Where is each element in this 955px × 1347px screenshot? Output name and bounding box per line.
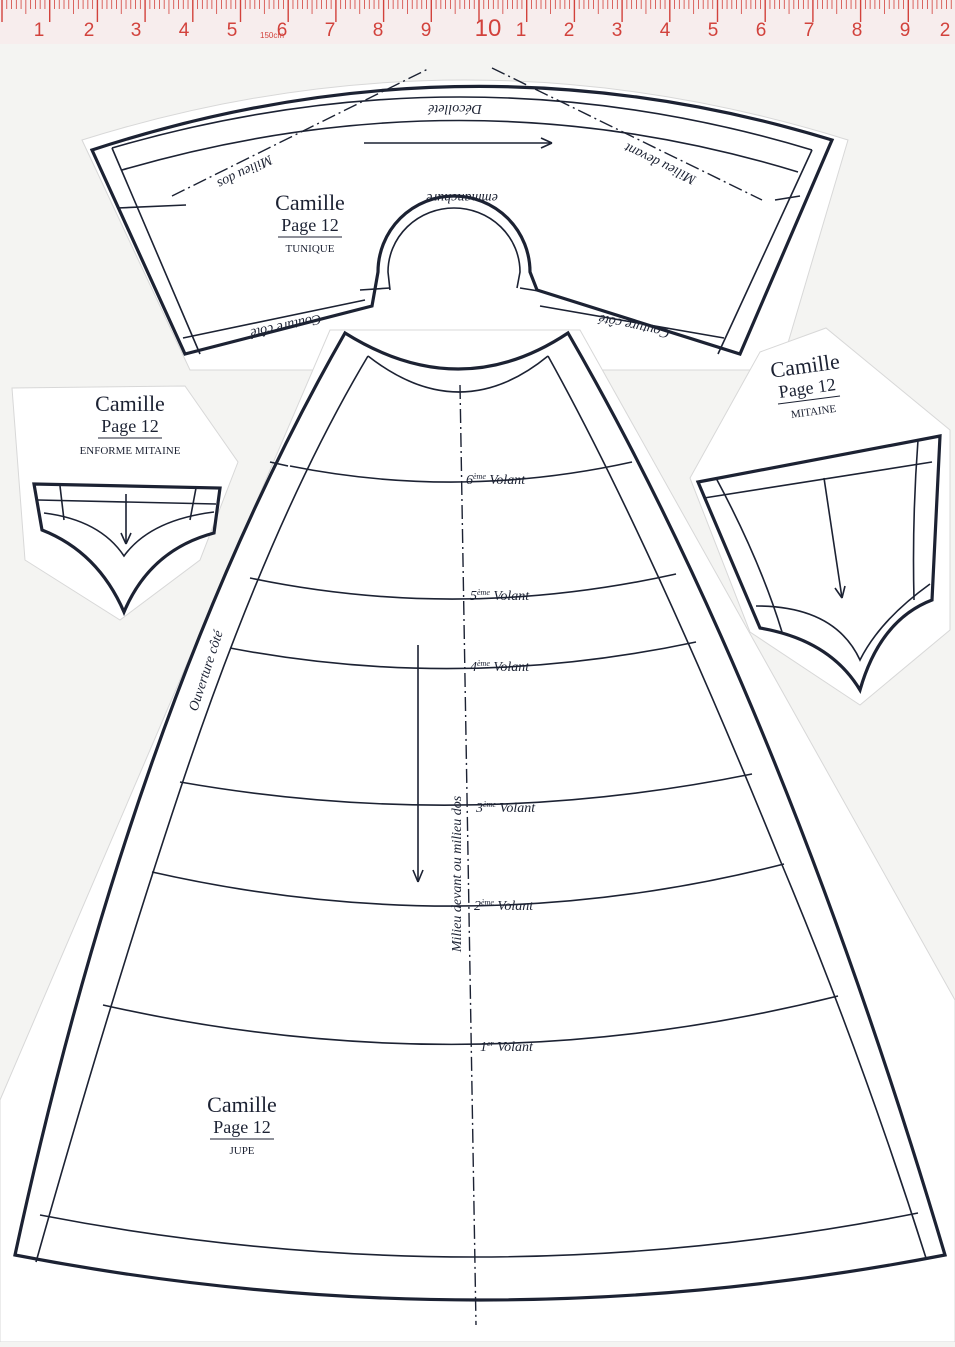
tunique-piece: Décolleté Milieu dos Milieu devant emman… xyxy=(81,67,849,371)
mitaine-piece: Camille Page 12 MITAINE xyxy=(689,327,951,706)
tunique-side-left xyxy=(182,299,366,339)
enforme-mitaine-piece: Camille Page 12 ENFORME MITAINE xyxy=(11,385,239,621)
tunique-title: Camille xyxy=(275,190,345,215)
jupe-hem-seam xyxy=(39,1212,919,1258)
tunique-outline xyxy=(89,84,835,356)
ruler-number: 3 xyxy=(131,20,142,41)
ruler-number: 7 xyxy=(325,20,336,41)
jupe-outline xyxy=(13,330,948,1302)
ruler-number: 8 xyxy=(373,20,384,41)
ruler-number: 6 xyxy=(756,20,767,41)
volant-label-3: 3ème Volant xyxy=(475,800,536,816)
jupe-title: Camille xyxy=(207,1092,277,1117)
volant-line-3 xyxy=(179,773,753,806)
milieu-devant-line xyxy=(491,67,763,201)
volant-label-2: 2ème Volant xyxy=(474,898,534,914)
volant-line-1 xyxy=(102,995,839,1046)
ruler-number: 9 xyxy=(421,20,432,41)
arrowhead-icon xyxy=(412,869,424,883)
jupe-page: Page 12 xyxy=(213,1117,271,1137)
enforme-cutout xyxy=(11,385,239,621)
tunique-seam-top xyxy=(121,119,799,173)
ruler-number: 4 xyxy=(660,20,671,41)
ruler-number: 2 xyxy=(564,20,575,41)
jupe-center-line xyxy=(459,384,477,1326)
tunique-inner-right xyxy=(717,149,813,355)
ruler-number: 7 xyxy=(804,20,815,41)
tunique-inner-left xyxy=(111,147,201,355)
volant-label-5: 5ème Volant xyxy=(470,588,530,604)
tunique-side-right xyxy=(539,305,725,339)
enforme-right-seam xyxy=(189,487,197,521)
tunique-page: Page 12 xyxy=(281,215,339,235)
mitaine-curve-seam xyxy=(755,583,931,662)
ruler-number: 6 xyxy=(277,20,288,41)
tunique-armhole-inner xyxy=(387,207,521,291)
jupe-piece: 6ème Volant 5ème Volant 4ème Volant 3ème… xyxy=(0,329,955,1343)
ruler-number: 1 xyxy=(34,20,45,41)
ruler-number: 10 xyxy=(475,15,502,42)
jupe-notch xyxy=(269,461,289,467)
mitaine-underline xyxy=(777,395,841,405)
tunique-hem-corner-r xyxy=(774,195,801,201)
enforme-page: Page 12 xyxy=(101,416,159,436)
tunique-armhole-notch-r xyxy=(519,287,546,293)
volant-line-5 xyxy=(249,573,677,600)
tunique-inner-top xyxy=(111,96,813,151)
enforme-top-seam xyxy=(37,499,217,505)
volant-label-6: 6ème Volant xyxy=(466,472,526,488)
ruler-number: 4 xyxy=(179,20,190,41)
mitaine-right-seam xyxy=(912,439,919,601)
arrowhead-icon xyxy=(834,585,846,599)
arrowhead-icon xyxy=(540,137,553,149)
jupe-seam-right xyxy=(547,355,927,1259)
mitaine-outline xyxy=(695,434,942,694)
volant-line-2 xyxy=(151,863,785,907)
ruler-number: 2 xyxy=(84,20,95,41)
enforme-left-seam xyxy=(59,485,65,521)
enforme-outline xyxy=(32,482,222,617)
tunique-hem-left xyxy=(116,204,187,209)
ruler-number: 2 xyxy=(940,20,951,41)
ruler: 1 2 3 4 5 6 7 8 9 10 1 2 3 4 5 6 7 8 9 2… xyxy=(0,0,955,44)
volant-label-4: 4ème Volant xyxy=(470,659,530,675)
ruler-number: 8 xyxy=(852,20,863,41)
ruler-number: 5 xyxy=(708,20,719,41)
ruler-number: 1 xyxy=(516,20,527,41)
label-emmanchure: emmanchure xyxy=(426,190,498,205)
volant-line-6 xyxy=(289,461,633,483)
label-decollete: Décolleté xyxy=(427,101,482,116)
tunique-cutout xyxy=(81,79,849,371)
mitaine-top-seam xyxy=(703,461,933,499)
ruler-number: 3 xyxy=(612,20,623,41)
tunique-armhole-notch-l xyxy=(359,287,391,291)
ruler-number: 9 xyxy=(900,20,911,41)
ruler-number: 5 xyxy=(227,20,238,41)
label-milieu-devant-dos: Milieu devant ou milieu dos xyxy=(450,795,465,953)
jupe-name: JUPE xyxy=(229,1145,254,1157)
mitaine-grain-arrow xyxy=(823,477,843,599)
arrowhead-icon xyxy=(120,532,132,545)
ruler-numbers: 1 2 3 4 5 6 7 8 9 10 1 2 3 4 5 6 7 8 9 2… xyxy=(34,15,951,42)
mitaine-left-seam xyxy=(715,477,783,633)
milieu-dos-line xyxy=(171,67,431,197)
mitaine-cutout xyxy=(689,327,951,706)
volant-label-1: 1er Volant xyxy=(480,1039,534,1055)
ruler-ticks xyxy=(1,0,952,22)
volant-line-4 xyxy=(229,641,697,670)
enforme-title: Camille xyxy=(95,391,165,416)
jupe-seam-left xyxy=(35,355,369,1263)
ruler-mark: 150cm xyxy=(260,31,284,40)
enforme-name: ENFORME MITAINE xyxy=(80,445,181,457)
enforme-curve-seam xyxy=(43,511,215,558)
tunique-name: TUNIQUE xyxy=(286,243,335,255)
jupe-cutout xyxy=(0,329,955,1343)
jupe-waist-seam xyxy=(367,355,549,393)
